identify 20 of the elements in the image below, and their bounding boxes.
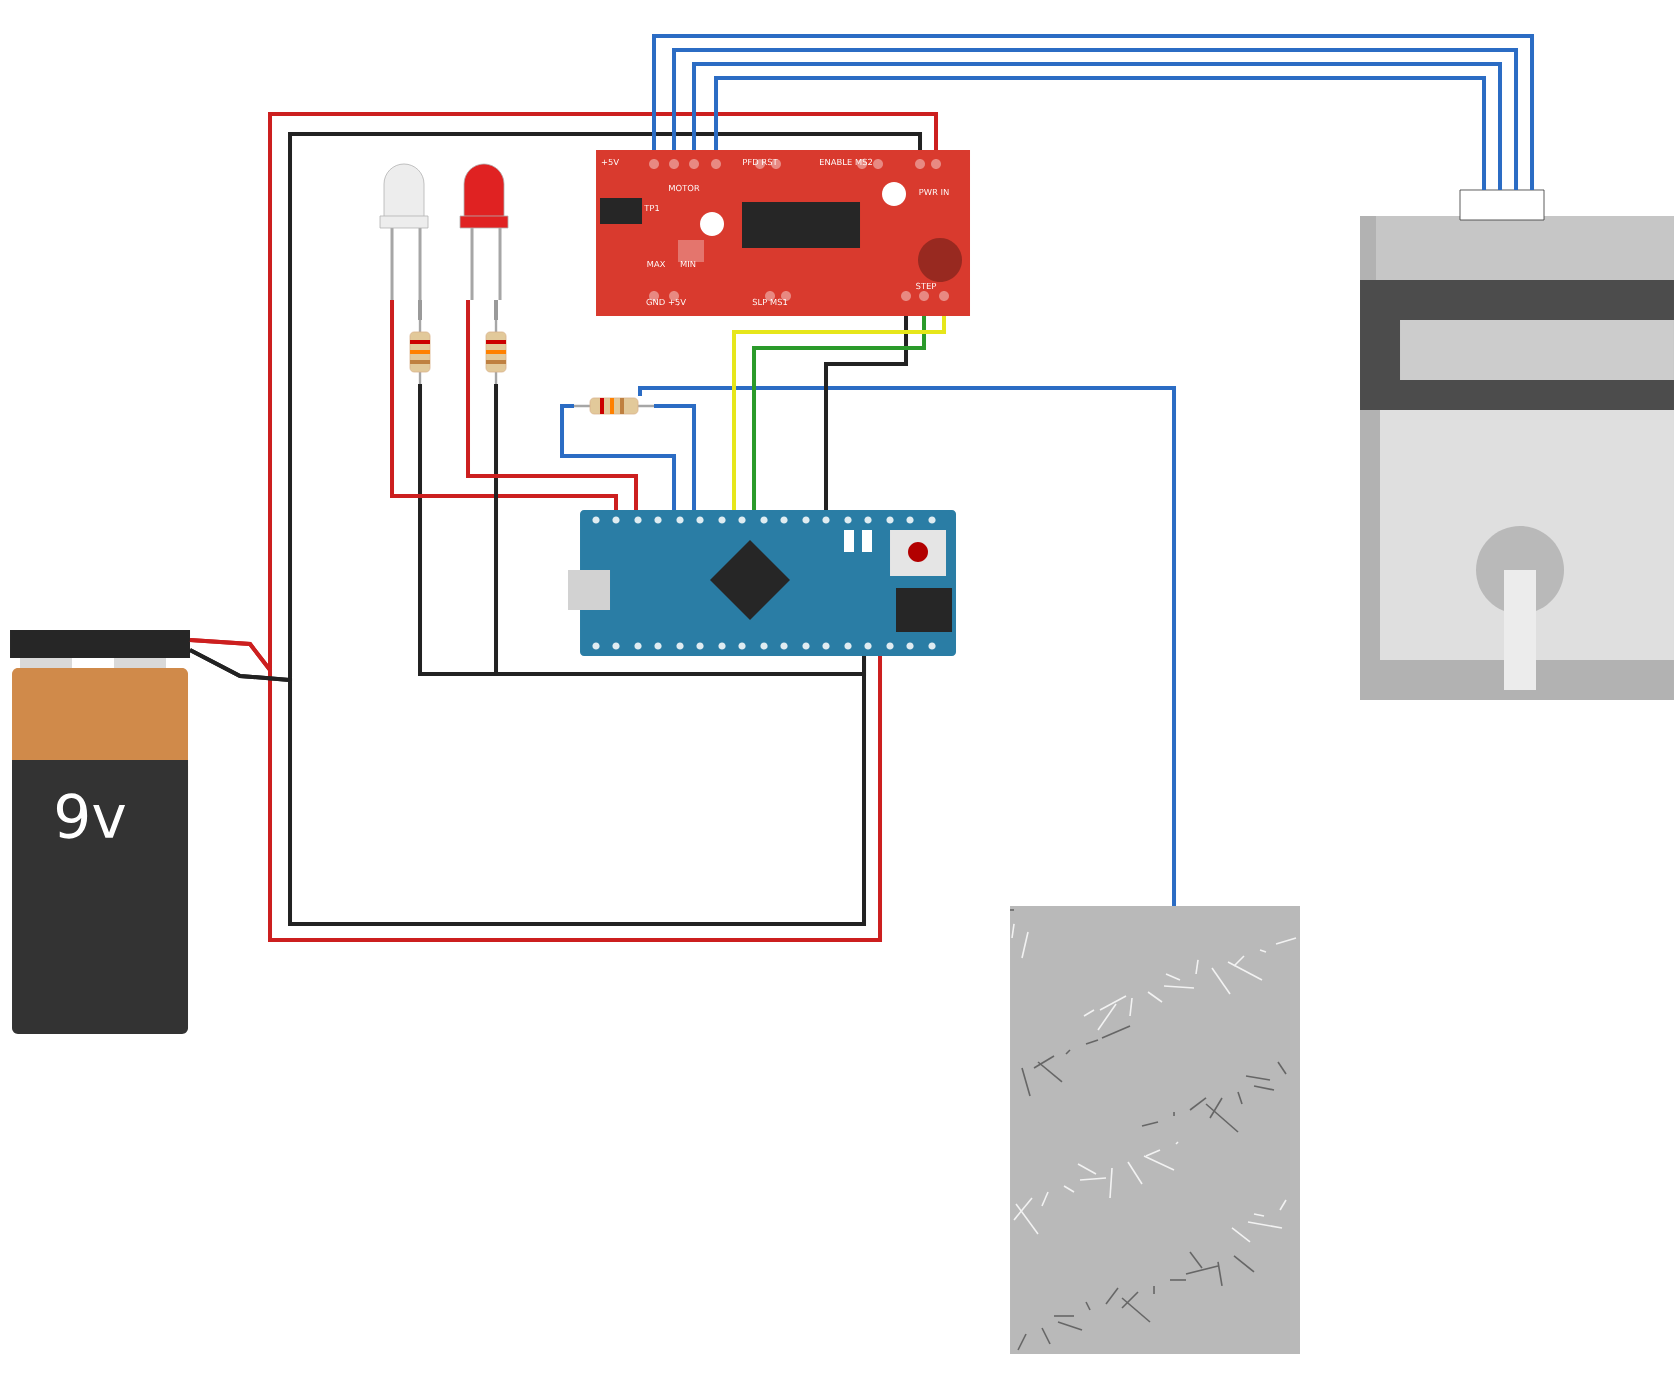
wire bbox=[418, 300, 422, 320]
led-drawing bbox=[459, 163, 509, 300]
wire bbox=[494, 384, 866, 676]
led-drawing bbox=[379, 163, 429, 300]
wire bbox=[714, 76, 1486, 190]
wire bbox=[654, 404, 696, 510]
wire bbox=[390, 300, 618, 510]
microcontroller-board-drawing bbox=[568, 510, 956, 656]
foil-sheet-drawing bbox=[1009, 906, 1300, 1354]
wire bbox=[638, 386, 1176, 906]
resistor-drawing bbox=[485, 320, 507, 384]
wire bbox=[732, 316, 946, 510]
wire bbox=[752, 316, 926, 510]
stepper-motor-drawing bbox=[1360, 189, 1674, 700]
wire bbox=[466, 300, 638, 510]
wire bbox=[824, 316, 908, 510]
resistor-drawing bbox=[409, 320, 431, 384]
wire bbox=[494, 300, 498, 320]
resistor-drawing bbox=[574, 397, 654, 415]
wire bbox=[560, 404, 676, 510]
